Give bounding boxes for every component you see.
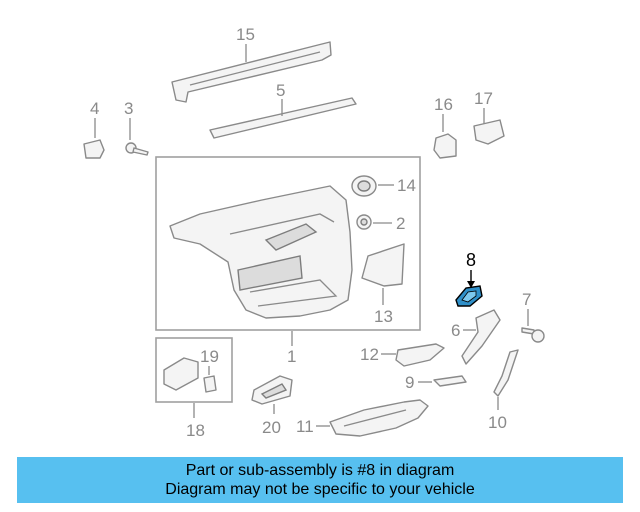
part-7-screw bbox=[521, 327, 545, 343]
part-16-clip bbox=[433, 133, 457, 159]
callout-1: 1 bbox=[287, 347, 296, 366]
part-1-door-trim-panel bbox=[169, 185, 353, 319]
callout-15: 15 bbox=[236, 25, 255, 44]
part-19-connector bbox=[203, 375, 217, 393]
callout-3: 3 bbox=[124, 99, 133, 118]
callout-13: 13 bbox=[374, 307, 393, 326]
part-17-switch bbox=[473, 119, 505, 145]
parts-diagram: 15 5 4 3 16 17 1 14 2 bbox=[83, 25, 545, 440]
callout-8: 8 bbox=[466, 250, 476, 270]
callout-7: 7 bbox=[522, 290, 531, 309]
part-20-pull-cup bbox=[251, 375, 293, 405]
callout-6: 6 bbox=[451, 321, 460, 340]
callout-10: 10 bbox=[488, 413, 507, 432]
callout-2: 2 bbox=[396, 214, 405, 233]
callout-12: 12 bbox=[360, 345, 379, 364]
part-9-insert bbox=[433, 375, 467, 387]
part-5-belt-molding bbox=[209, 97, 357, 139]
part-12-handle-bezel bbox=[395, 343, 445, 367]
part-18-switch bbox=[163, 357, 199, 391]
part-10-strip bbox=[493, 349, 519, 397]
part-14-speaker-grille bbox=[351, 175, 377, 197]
assembly-18-frame bbox=[155, 337, 233, 403]
banner-line-2: Diagram may not be specific to your vehi… bbox=[165, 481, 475, 498]
part-11-armrest bbox=[329, 399, 429, 437]
assembly-1-frame bbox=[155, 156, 421, 331]
callout-18: 18 bbox=[186, 421, 205, 440]
callout-17: 17 bbox=[474, 89, 493, 108]
part-2-fastener bbox=[356, 214, 372, 230]
callout-11: 11 bbox=[296, 417, 314, 436]
callout-14: 14 bbox=[397, 176, 416, 195]
part-3-screw bbox=[125, 142, 149, 156]
callout-4: 4 bbox=[90, 99, 99, 118]
callout-16: 16 bbox=[434, 95, 453, 114]
info-banner: Part or sub-assembly is #8 in diagram Di… bbox=[17, 457, 623, 503]
callout-20: 20 bbox=[262, 418, 281, 437]
part-13-cover bbox=[361, 243, 405, 287]
part-6-bracket bbox=[461, 309, 501, 365]
callout-5: 5 bbox=[276, 81, 285, 100]
callout-9: 9 bbox=[405, 373, 414, 392]
part-8-highlighted bbox=[455, 285, 483, 307]
part-4-clip bbox=[83, 139, 105, 159]
part-15-sill-strip bbox=[171, 41, 332, 103]
banner-line-1: Part or sub-assembly is #8 in diagram bbox=[185, 462, 455, 479]
callout-19: 19 bbox=[200, 347, 219, 366]
